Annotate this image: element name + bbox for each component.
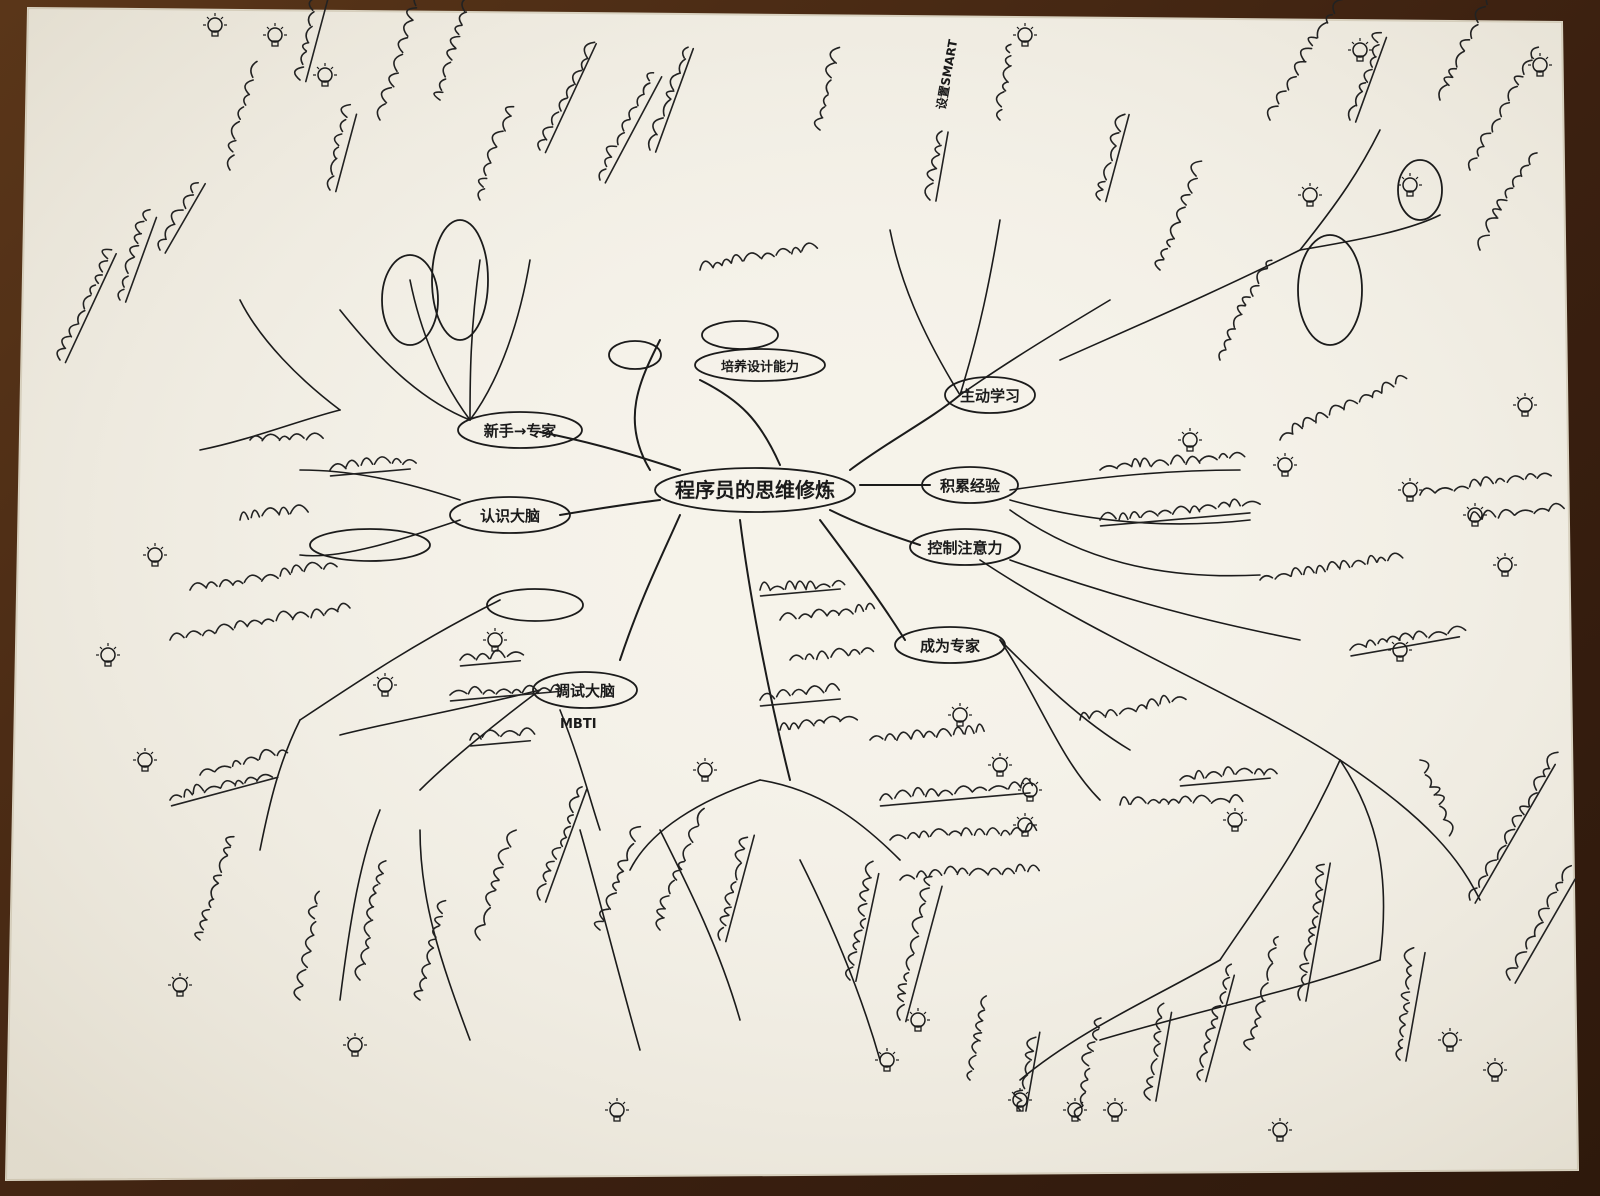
sub-oval-1 (381, 254, 439, 346)
lightbulb-icon (1063, 1098, 1087, 1122)
lightbulb-icon (906, 1008, 930, 1032)
branch-focus: 控制注意力 (927, 539, 1002, 557)
lightbulb-icon (1298, 183, 1322, 207)
lightbulb-icon (1513, 393, 1537, 417)
lightbulb-icon (168, 973, 192, 997)
branch-novice-expert: 新手→专家 (484, 422, 557, 440)
lightbulb-icon (1388, 638, 1412, 662)
branch-design: 培养设计能力 (721, 359, 799, 375)
branch-experience: 积累经验 (940, 477, 1001, 495)
branch-oval-debug (532, 671, 638, 709)
lightbulb-icon (1223, 808, 1247, 832)
lightbulb-icon (343, 1033, 367, 1057)
lightbulb-icon (1008, 1088, 1032, 1112)
lightbulb-icon (96, 643, 120, 667)
lightbulb-icon (143, 543, 167, 567)
branch-oval-learn (944, 376, 1036, 414)
secondary-branches (199, 129, 1481, 1081)
branch-become-expert: 成为专家 (920, 637, 980, 655)
lightbulb-icon (483, 628, 507, 652)
lightbulb-icons (96, 13, 1552, 1142)
sub-oval-3 (1297, 234, 1363, 346)
lightbulb-icon (1268, 1118, 1292, 1142)
branch-oval-brain (449, 496, 571, 534)
lightbulb-icon (1273, 453, 1297, 477)
sub-oval-4 (1397, 159, 1443, 221)
central-topic: 程序员的思维修炼 (675, 478, 835, 502)
lightbulb-icon (263, 23, 287, 47)
branch-oval-expert (894, 626, 1006, 664)
branch-oval-novice (457, 411, 583, 449)
lightbulb-icon (203, 13, 227, 37)
branch-debug-brain: 调试大脑 (555, 682, 615, 700)
lightbulb-icon (875, 1048, 899, 1072)
lightbulb-icon (988, 753, 1012, 777)
branch-oval-experience (921, 466, 1019, 504)
label-mbti: MBTI (560, 717, 597, 732)
branch-oval-ask (608, 340, 662, 370)
handwritten-notes (53, 0, 1576, 1121)
lightbulb-icon (1013, 23, 1037, 47)
lightbulb-icon (1483, 1058, 1507, 1082)
lightbulb-icon (605, 1098, 629, 1122)
lightbulb-icon (1013, 813, 1037, 837)
lightbulb-icon (1178, 428, 1202, 452)
branch-active-learning: 主动学习 (960, 387, 1020, 405)
lightbulb-icon (1463, 503, 1487, 527)
node-ovals (309, 159, 1443, 709)
lightbulb-icon (1398, 478, 1422, 502)
lightbulb-icon (1103, 1098, 1127, 1122)
branch-oval-leftbrain (309, 528, 431, 562)
lightbulb-icon (1438, 1028, 1462, 1052)
lightbulb-icon (133, 748, 157, 772)
lightbulb-icon (1398, 173, 1422, 197)
lightbulb-icon (1493, 553, 1517, 577)
branch-know-brain: 认识大脑 (480, 507, 540, 525)
branch-oval-focus (909, 528, 1021, 566)
branch-oval-design (694, 348, 826, 382)
sub-oval-2 (431, 219, 489, 341)
lightbulb-icon (1018, 778, 1042, 802)
lightbulb-icon (693, 758, 717, 782)
lightbulb-icon (313, 63, 337, 87)
branch-oval-right (486, 588, 584, 622)
lightbulb-icon (1348, 38, 1372, 62)
lightbulb-icon (373, 673, 397, 697)
central-oval (654, 467, 856, 513)
lightbulb-icon (948, 703, 972, 727)
lightbulb-icon (1528, 53, 1552, 77)
